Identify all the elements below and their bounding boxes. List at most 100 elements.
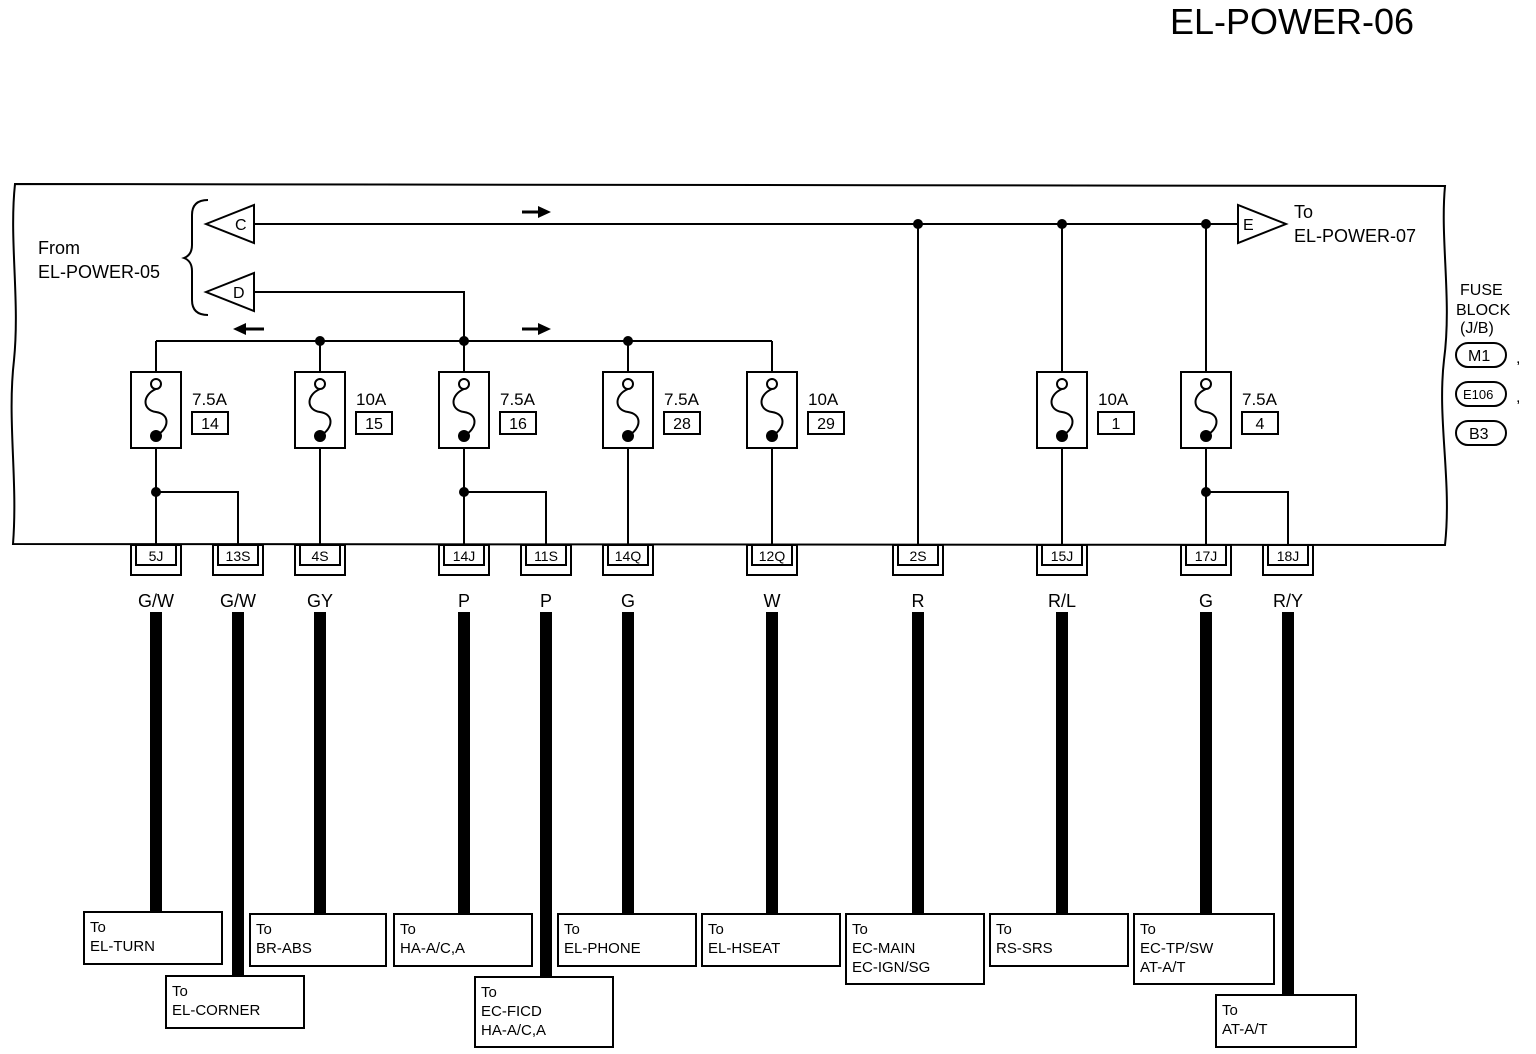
- destination-reference: EL-HSEAT: [708, 940, 780, 957]
- wire-color-label: R: [912, 591, 925, 611]
- fuse-number: 29: [817, 416, 835, 433]
- wire: [1282, 612, 1294, 995]
- from-label: From EL-POWER-05: [38, 238, 160, 282]
- connector-id: 11S: [534, 548, 558, 564]
- junction-dots: [151, 219, 1211, 497]
- connector-badge-m1: [1455, 342, 1507, 368]
- svg-text:,: ,: [1516, 389, 1520, 406]
- wire: [540, 612, 552, 977]
- destination-to-label: To: [481, 984, 497, 1001]
- destination-to-label: To: [564, 921, 580, 938]
- connector-badge-e106: [1455, 381, 1507, 407]
- from-brace: [181, 199, 209, 316]
- svg-text:B3: B3: [1469, 426, 1489, 443]
- destination-reference: EC-IGN/SG: [852, 959, 930, 976]
- wire-color-label: R/L: [1048, 591, 1076, 611]
- wire: [150, 612, 162, 912]
- destination-box: [83, 911, 223, 965]
- destination-box: [249, 913, 387, 967]
- svg-text:C: C: [235, 217, 247, 234]
- wire: [912, 612, 924, 914]
- svg-text:EL-POWER-05: EL-POWER-05: [38, 262, 160, 282]
- destination-box: [1215, 994, 1357, 1048]
- connector-id: 14Q: [615, 548, 642, 564]
- fuse-number-box: [663, 411, 701, 435]
- fuse-amperage: 10A: [808, 390, 839, 409]
- connector-id: 2S: [909, 548, 926, 564]
- svg-text:E: E: [1243, 217, 1254, 234]
- fuse-number-box: [1241, 411, 1279, 435]
- connector-id: 14J: [453, 548, 476, 564]
- fuse-amperage: 7.5A: [664, 390, 700, 409]
- wire: [458, 612, 470, 914]
- destination-reference: HA-A/C,A: [400, 940, 465, 957]
- destination-reference: BR-ABS: [256, 940, 312, 957]
- destination-box: [474, 976, 614, 1048]
- port-c: C: [203, 203, 255, 245]
- fuse-number-box: [191, 411, 229, 435]
- connector-id: 18J: [1277, 548, 1300, 564]
- svg-text:From: From: [38, 238, 80, 258]
- fuse-number: 15: [365, 416, 383, 433]
- wire-color-label: P: [458, 591, 470, 611]
- wire: [1200, 612, 1212, 914]
- svg-text:EL-POWER-07: EL-POWER-07: [1294, 226, 1416, 246]
- fuse-number-box: [1097, 411, 1135, 435]
- destination-reference: EC-TP/SW: [1140, 940, 1214, 957]
- destination-to-label: To: [400, 921, 416, 938]
- current-direction-arrows: [233, 206, 551, 335]
- connector-badge-b3: [1455, 420, 1507, 446]
- destination-reference: EC-FICD: [481, 1003, 542, 1020]
- wire-color-label: GY: [307, 591, 333, 611]
- destination-to-label: To: [1140, 921, 1156, 938]
- svg-text:D: D: [233, 285, 245, 302]
- wire-color-label: G: [621, 591, 635, 611]
- destination-to-label: To: [996, 921, 1012, 938]
- connectors: 5JG/WToEL-TURN13SG/WToEL-CORNER4SGYToBR-…: [83, 544, 1357, 1048]
- fuse-number-box: [355, 411, 393, 435]
- to-label: To EL-POWER-07: [1294, 202, 1416, 246]
- destination-reference: EL-PHONE: [564, 940, 641, 957]
- svg-text:BLOCK: BLOCK: [1456, 302, 1511, 319]
- destination-box: [165, 975, 305, 1029]
- destination-reference: AT-A/T: [1140, 959, 1186, 976]
- wire-color-label: P: [540, 591, 552, 611]
- svg-text:M1: M1: [1468, 348, 1490, 365]
- fuse-amperage: 7.5A: [500, 390, 536, 409]
- wire-color-label: W: [764, 591, 781, 611]
- destination-reference: EL-TURN: [90, 938, 155, 955]
- wire-color-label: G/W: [220, 591, 256, 611]
- fuse-number-box: [807, 411, 845, 435]
- destination-box: [989, 913, 1129, 967]
- svg-text:,: ,: [1516, 350, 1520, 367]
- wire: [314, 612, 326, 914]
- fuse-number: 1: [1112, 416, 1121, 433]
- destination-reference: HA-A/C,A: [481, 1022, 546, 1039]
- fuse-block-legend: FUSE BLOCK (J/B) M1 , E106 , B3: [1455, 282, 1520, 446]
- port-d: D: [203, 271, 255, 313]
- destination-to-label: To: [708, 921, 724, 938]
- connector-id: 5J: [149, 548, 164, 564]
- connector-id: 17J: [1195, 548, 1218, 564]
- fuse-amperage: 10A: [356, 390, 387, 409]
- destination-reference: AT-A/T: [1222, 1021, 1268, 1038]
- fuse-number: 16: [509, 416, 527, 433]
- wire: [766, 612, 778, 914]
- wire: [622, 612, 634, 914]
- destination-to-label: To: [172, 983, 188, 1000]
- destination-reference: EC-MAIN: [852, 940, 915, 957]
- fuse-amperage: 7.5A: [1242, 390, 1278, 409]
